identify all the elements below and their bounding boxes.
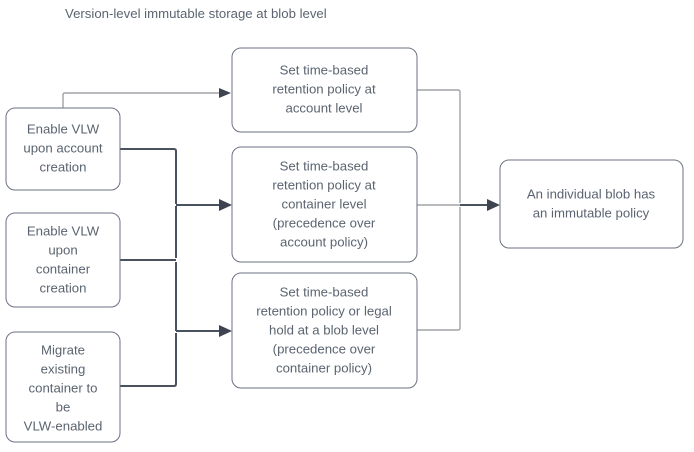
node-migrate-container-box[interactable] (5, 331, 121, 443)
node-immutable-blob[interactable]: An individual blob has an immutable poli… (499, 159, 684, 249)
node-immutable-blob-box[interactable] (499, 159, 684, 249)
node-enable-vlw-container-box[interactable] (5, 212, 121, 308)
node-retention-container-line-3: (precedence over (273, 215, 376, 230)
page-title: Version-level immutable storage at blob … (65, 6, 327, 21)
node-migrate-container-line-0: Migrate (41, 342, 85, 357)
node-enable-vlw-account[interactable]: Enable VLW upon account creation (5, 107, 121, 191)
node-retention-blob[interactable]: Set time-based retention policy or legal… (231, 272, 418, 389)
arrow-head-icon (219, 325, 232, 337)
node-immutable-blob-line-1: an immutable policy (533, 205, 650, 220)
node-retention-container-line-1: retention policy at (272, 177, 376, 192)
node-enable-vlw-account-line-2: creation (40, 159, 87, 174)
node-migrate-container-line-4: VLW-enabled (24, 418, 103, 433)
node-retention-account-line-0: Set time-based (280, 62, 369, 77)
node-retention-blob-line-3: (precedence over (273, 341, 376, 356)
node-retention-account-line-2: account level (286, 100, 363, 115)
node-retention-account-line-1: retention policy at (272, 81, 376, 96)
node-enable-vlw-container-line-3: creation (40, 280, 87, 295)
node-migrate-container[interactable]: Migrate existing container to be VLW-ena… (5, 331, 121, 443)
node-retention-blob-line-0: Set time-based (280, 284, 369, 299)
node-retention-blob-line-4: container policy) (276, 360, 372, 375)
arrow-head-icon (487, 199, 500, 211)
node-retention-blob-line-1: retention policy or legal (256, 303, 392, 318)
node-enable-vlw-account-line-0: Enable VLW (27, 121, 100, 136)
node-retention-account[interactable]: Set time-based retention policy at accou… (231, 47, 418, 133)
edge-account-to-container-policy (120, 148, 177, 204)
edge-junction-to-container-policy-arrow (176, 199, 232, 211)
node-migrate-container-line-2: container to (29, 380, 98, 395)
node-retention-container-line-4: account policy) (280, 234, 368, 249)
node-migrate-container-line-3: be (56, 399, 71, 414)
edge-account-to-account-policy (62, 88, 231, 108)
node-retention-account-box[interactable] (231, 47, 418, 133)
edge-container-to-container-policy (120, 206, 177, 261)
node-migrate-container-line-1: existing (41, 361, 86, 376)
arrow-head-icon (219, 199, 232, 211)
node-enable-vlw-container-line-0: Enable VLW (27, 223, 100, 238)
arrow-head-icon (219, 88, 231, 98)
node-retention-container[interactable]: Set time-based retention policy at conta… (231, 146, 418, 263)
node-enable-vlw-container-line-1: upon (48, 242, 77, 257)
node-retention-container-box[interactable] (231, 146, 418, 263)
node-enable-vlw-container[interactable]: Enable VLW upon container creation (5, 212, 121, 308)
node-retention-blob-box[interactable] (231, 272, 418, 389)
node-enable-vlw-account-box[interactable] (5, 107, 121, 191)
edge-merge-to-immutable-blob (460, 199, 500, 211)
node-retention-container-line-0: Set time-based (280, 158, 369, 173)
node-immutable-blob-line-0: An individual blob has (527, 186, 656, 201)
edge-blob-policy-to-result (417, 207, 461, 331)
node-enable-vlw-container-line-2: container (36, 261, 91, 276)
node-retention-container-line-2: container level (281, 196, 366, 211)
edge-account-policy-to-result (417, 89, 461, 203)
edge-migrate-to-blob-policy (120, 262, 232, 387)
node-retention-blob-line-2: hold at a blob level (269, 322, 379, 337)
node-enable-vlw-account-line-1: upon account (23, 140, 103, 155)
